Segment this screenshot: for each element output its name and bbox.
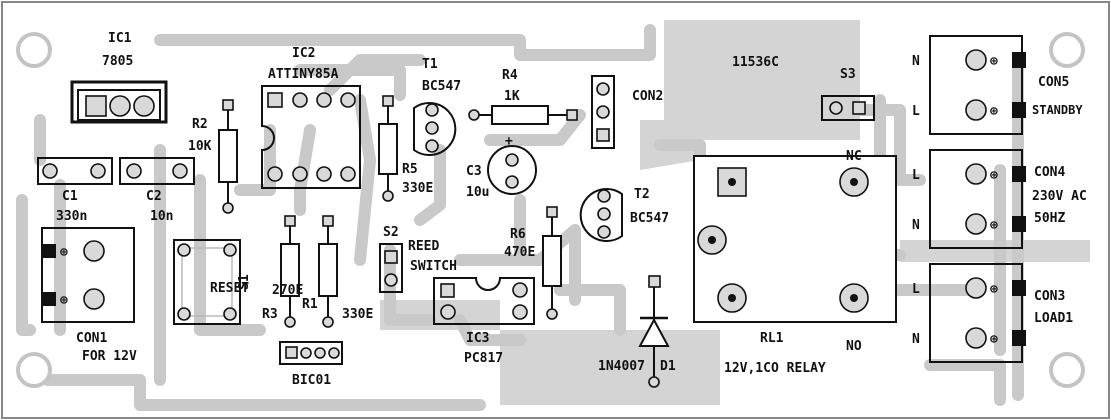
rl1-relay: NC NO RL1 12V,1CO RELAY [693, 149, 897, 376]
con3-terminal: ⊕ ⊕ L N CON3 LOAD1 [912, 263, 1073, 363]
c2-capacitor: C2 10n [119, 157, 195, 224]
c2-ref: C2 [146, 189, 162, 204]
mounting-hole [16, 352, 52, 388]
r2-ref: R2 [192, 117, 208, 132]
con4-terminal: ⊕ ⊕ L N CON4 230V AC 50HZ [912, 149, 1087, 249]
t1-ref: T1 [422, 57, 438, 72]
ic2-value: ATTINY85A [268, 67, 339, 82]
c3-value: 10u [466, 185, 489, 200]
con3-desc: LOAD1 [1034, 311, 1073, 326]
con4-desc: 230V AC [1032, 189, 1087, 204]
bico1-header: BIC01 [279, 341, 343, 388]
rl1-ref: RL1 [760, 331, 784, 346]
con3-pin-top: L [912, 282, 920, 297]
r4-value: 1K [504, 89, 520, 104]
ic1-value: 7805 [102, 54, 133, 69]
con4-desc2: 50HZ [1034, 211, 1065, 226]
con1-desc: FOR 12V [82, 349, 137, 364]
s3-ref: S3 [840, 67, 856, 82]
r3-resistor: R3 270E [262, 215, 303, 328]
s1-reset-switch: S1 RESET [173, 239, 252, 325]
bico1-ref: BIC01 [292, 373, 331, 388]
svg-text:⊕: ⊕ [60, 245, 68, 260]
r1-ref: R1 [302, 297, 318, 312]
r6-ref: R6 [510, 227, 526, 242]
con5-desc: STANDBY [1032, 103, 1083, 117]
s2-value: REED [408, 239, 439, 254]
ic3-value: PC817 [464, 351, 503, 366]
ic1-regulator: IC1 7805 [70, 31, 168, 124]
s2-value2: SWITCH [410, 259, 457, 274]
svg-text:⊕: ⊕ [990, 54, 998, 69]
c1-ref: C1 [62, 189, 78, 204]
s1-ref: S1 [237, 274, 252, 290]
r6-resistor: R6 470E [504, 206, 562, 320]
rl1-nc-label: NC [846, 149, 862, 164]
con5-terminal: ⊕ ⊕ N L CON5 STANDBY [912, 35, 1083, 135]
t1-transistor: T1 BC547 [413, 57, 461, 156]
con1-terminal: ⊕ ⊕ CON1 FOR 12V [41, 227, 137, 364]
c2-value: 10n [150, 209, 173, 224]
r1-resistor: R1 330E [302, 215, 373, 328]
t1-value: BC547 [422, 79, 461, 94]
mounting-hole [16, 32, 52, 68]
s3-header: S3 [821, 67, 875, 121]
ic3-ref: IC3 [466, 331, 489, 346]
rl1-value: 12V,1CO RELAY [724, 361, 826, 376]
svg-text:⊕: ⊕ [990, 168, 998, 183]
s2-ref: S2 [383, 225, 399, 240]
c1-value: 330n [56, 209, 87, 224]
con1-ref: CON1 [76, 331, 107, 346]
con2-ref: CON2 [632, 89, 663, 104]
s1-value: RESET [210, 281, 249, 296]
con3-ref: CON3 [1034, 289, 1065, 304]
r4-resistor: R4 1K [468, 68, 578, 125]
svg-text:⊕: ⊕ [990, 282, 998, 297]
mounting-hole [1049, 32, 1085, 68]
con3-pin-bottom: N [912, 332, 920, 347]
r5-resistor: R5 330E [378, 95, 433, 202]
con5-pin-top: N [912, 54, 920, 69]
con2-header: CON2 [591, 75, 663, 149]
ic3-optocoupler: IC3 PC817 [433, 277, 535, 366]
svg-text:⊕: ⊕ [990, 104, 998, 119]
r3-ref: R3 [262, 307, 278, 322]
r3-value: 270E [272, 283, 303, 298]
t2-ref: T2 [634, 187, 650, 202]
ic2-ref: IC2 [292, 46, 315, 61]
rl1-no-label: NO [846, 339, 862, 354]
c3-capacitor: + C3 10u [466, 134, 537, 200]
r4-ref: R4 [502, 68, 518, 83]
r6-value: 470E [504, 245, 535, 260]
c1-capacitor: C1 330n [37, 157, 113, 224]
d1-diode: 1N4007 D1 [598, 275, 676, 388]
con4-ref: CON4 [1034, 165, 1065, 180]
t2-value: BC547 [630, 211, 669, 226]
r2-value: 10K [188, 139, 212, 154]
c3-ref: C3 [466, 164, 482, 179]
t2-transistor: T2 BC547 [579, 187, 669, 242]
svg-text:⊕: ⊕ [60, 293, 68, 308]
con4-pin-bottom: N [912, 218, 920, 233]
con5-pin-bottom: L [912, 104, 920, 119]
s2-reed-switch: S2 REED SWITCH [379, 225, 457, 293]
con4-pin-top: L [912, 168, 920, 183]
r1-value: 330E [342, 307, 373, 322]
ic1-ref: IC1 [108, 31, 132, 46]
r2-resistor: R2 10K [188, 99, 238, 214]
board-id: 11536C [732, 55, 779, 70]
c3-plus-mark: + [505, 134, 513, 149]
r5-value: 330E [402, 181, 433, 196]
svg-text:⊕: ⊕ [990, 218, 998, 233]
d1-value: 1N4007 [598, 359, 645, 374]
d1-ref: D1 [660, 359, 676, 374]
r5-ref: R5 [402, 162, 418, 177]
con5-ref: CON5 [1038, 75, 1069, 90]
ic2-microcontroller: IC2 ATTINY85A [261, 46, 361, 189]
svg-text:⊕: ⊕ [990, 332, 998, 347]
mounting-hole [1049, 352, 1085, 388]
